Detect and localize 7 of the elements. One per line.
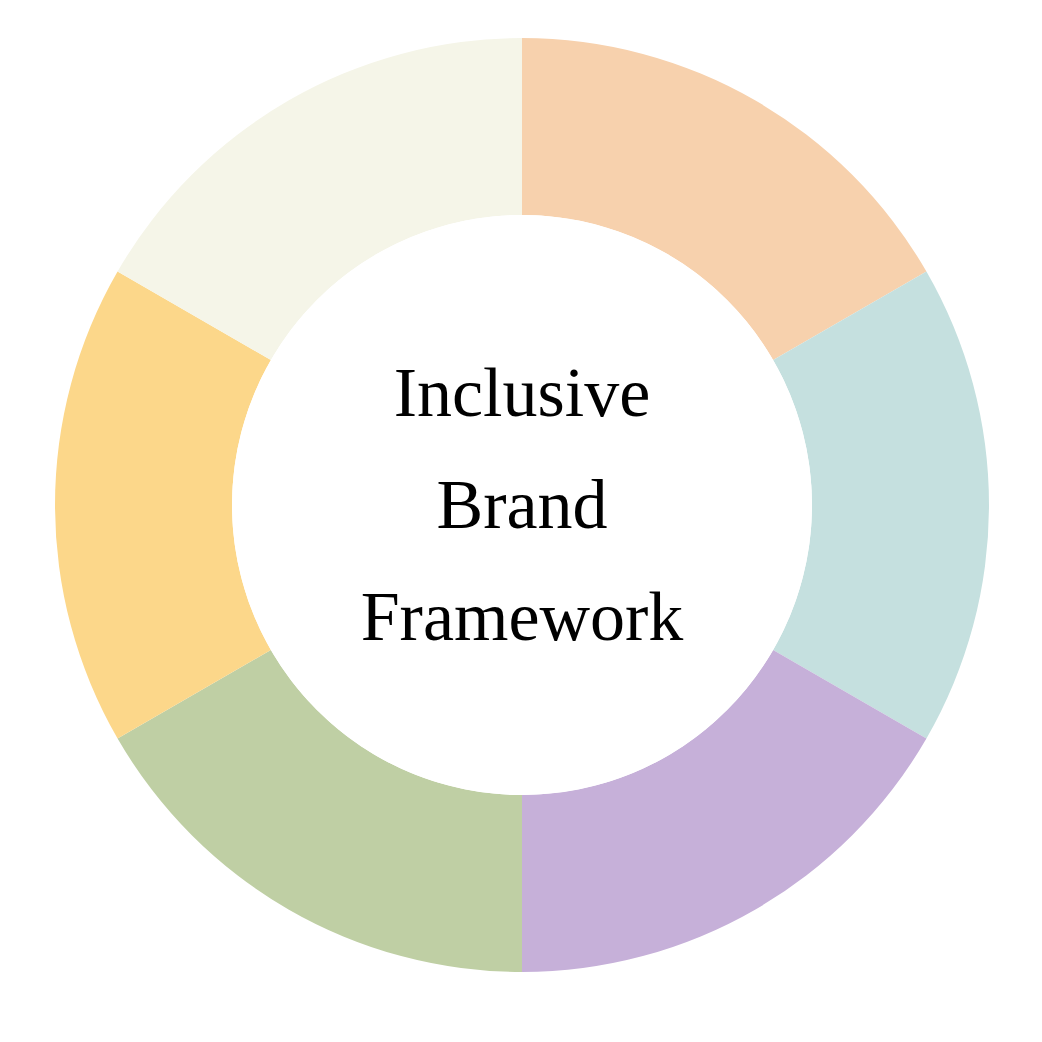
center-title: Inclusive Brand Framework (359, 353, 685, 657)
ring-segment (522, 38, 927, 360)
ring-segment (522, 650, 927, 972)
ring-segment (117, 38, 522, 360)
ring-segment (773, 271, 989, 739)
ring-segment (55, 271, 271, 739)
ring-segment (117, 650, 522, 972)
